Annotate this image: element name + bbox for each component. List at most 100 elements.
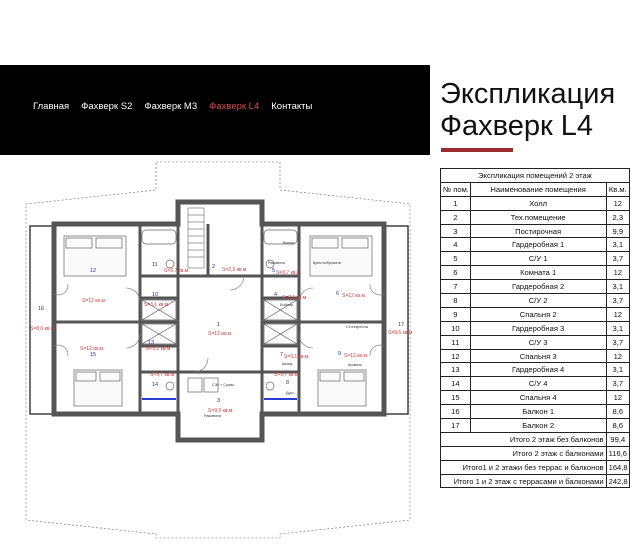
total-label: Итого 2 этаж с балконами <box>440 445 607 461</box>
room-number: 15 <box>90 352 96 358</box>
cell-num: 4 <box>440 237 471 253</box>
room-number: 2 <box>212 264 215 270</box>
area-label-r15: S=12 кв.м. <box>80 346 104 352</box>
note-bathtub: Ванна <box>283 241 295 245</box>
floor-plan: 1 2 3 4 5 6 7 8 9 10 11 12 13 14 15 16 1… <box>25 161 414 539</box>
cell-area: 3,7 <box>605 376 631 392</box>
room-number: 11 <box>152 262 158 268</box>
balcony-right <box>383 225 409 415</box>
cell-name: Балкон 1 <box>469 404 607 420</box>
cell-area: 3,1 <box>605 362 631 378</box>
cell-area: 3,7 <box>605 334 631 350</box>
cell-name: Тех.помещение <box>469 209 607 225</box>
cell-num: 13 <box>440 362 471 378</box>
area-label-r12: S=12 кв.м. <box>82 298 106 304</box>
table-caption: Экспликация помещений 2 этаж <box>440 168 630 183</box>
area-label-r13: S=3,1 кв.м. <box>146 346 172 352</box>
note-shower: Душ <box>286 391 294 395</box>
cell-num: 3 <box>440 223 471 239</box>
cell-num: 11 <box>440 334 471 350</box>
note-armchair: Кресло/Кровати <box>313 261 341 265</box>
note-bed: Кровать <box>348 363 362 367</box>
total-label: Итого 1 и 2 этаж с террасами и балконами <box>440 473 607 489</box>
area-label-r3: S=9,9 кв.м. <box>208 408 234 414</box>
cell-area: 12 <box>605 265 631 281</box>
title-accent-bar <box>441 148 513 152</box>
cell-num: 14 <box>440 376 471 392</box>
nav-item-fachwerk-m3[interactable]: Фахверк M3 <box>144 101 198 112</box>
cell-name: Холл <box>469 195 607 211</box>
cell-area: 3,7 <box>605 251 631 267</box>
cell-num: 9 <box>440 306 471 322</box>
cell-area: 12 <box>605 348 631 364</box>
staircase <box>187 207 205 269</box>
room-number: 6 <box>336 291 339 297</box>
note-table: Стол/кресла <box>346 325 369 329</box>
nav-item-fachwerk-s2[interactable]: Фахверк S2 <box>81 101 133 112</box>
total-value: 99,4 <box>605 431 631 447</box>
bath-fixtures <box>141 229 298 400</box>
room-number: 17 <box>398 322 404 328</box>
note-sink: Раковина <box>204 414 222 418</box>
cell-num: 17 <box>440 418 471 433</box>
cell-name: Балкон 2 <box>469 418 607 433</box>
cell-num: 5 <box>440 251 471 267</box>
cell-area: 3,7 <box>605 293 631 308</box>
area-label-r16: S=8,6 кв.м. <box>30 326 56 332</box>
note-wardrobe: Шкаф <box>282 362 292 366</box>
cell-num: 6 <box>440 265 471 281</box>
note-sink-2: Раковина <box>268 261 286 265</box>
room-number: 5 <box>272 268 275 274</box>
room-number: 1 <box>217 322 220 328</box>
total-value: 164,8 <box>605 459 631 475</box>
cell-name: Гардеробная 3 <box>469 320 607 336</box>
explication-table: Экспликация помещений 2 этаж № пом. Наим… <box>440 168 631 489</box>
area-label-r6: S=12 кв.м. <box>342 293 366 299</box>
cell-name: С/У 3 <box>469 334 607 350</box>
area-label-r11: S=3,7 кв.м. <box>164 268 190 274</box>
cell-name: С/У 4 <box>469 376 607 392</box>
cell-num: 2 <box>440 209 471 225</box>
cell-area: 3,1 <box>605 320 631 336</box>
cell-area: 3,1 <box>605 237 631 253</box>
nav-item-home[interactable]: Главная <box>33 101 70 112</box>
total-label: Итого 2 этаж без балконов <box>440 431 607 447</box>
furniture-notes: С/М + Сушм. Раковина Бойлер Шкаф Кресло/… <box>204 241 369 418</box>
page-title-line-2: Фахверк L4 <box>440 110 594 142</box>
cell-name: Комната 1 <box>469 265 607 281</box>
area-labels: S=12 кв.м. S=2,3 кв.м. S=9,9 кв.м. S=3,1… <box>30 267 414 414</box>
wardrobes <box>141 299 298 345</box>
cell-name: Спальня 4 <box>469 390 607 406</box>
room-number: 13 <box>148 340 154 346</box>
area-label-r2: S=2,3 кв.м. <box>222 267 248 273</box>
inner-walls <box>54 224 384 414</box>
nav-item-contacts[interactable]: Контакты <box>271 101 313 112</box>
cell-num: 15 <box>440 390 471 406</box>
cell-name: Спальня 3 <box>469 348 607 364</box>
room-number: 14 <box>152 382 158 388</box>
room-number: 8 <box>286 380 289 386</box>
room-number: 16 <box>38 306 44 312</box>
roof-outline <box>25 161 411 539</box>
cell-area: 12 <box>605 306 631 322</box>
area-label-r10: S=3,1 кв.м. <box>144 302 170 308</box>
cell-area: 12 <box>605 390 631 406</box>
cell-num: 10 <box>440 320 471 336</box>
nav-item-fachwerk-l4[interactable]: Фахверк L4 <box>209 101 260 112</box>
cell-num: 7 <box>440 279 471 295</box>
area-label-r4: S=3,1 кв.м. <box>282 295 308 301</box>
cell-name: С/У 1 <box>469 251 607 267</box>
cell-area: 9,9 <box>605 223 631 239</box>
room-number: 12 <box>90 268 96 274</box>
area-label-r9: S=12 кв.м. <box>344 353 368 359</box>
